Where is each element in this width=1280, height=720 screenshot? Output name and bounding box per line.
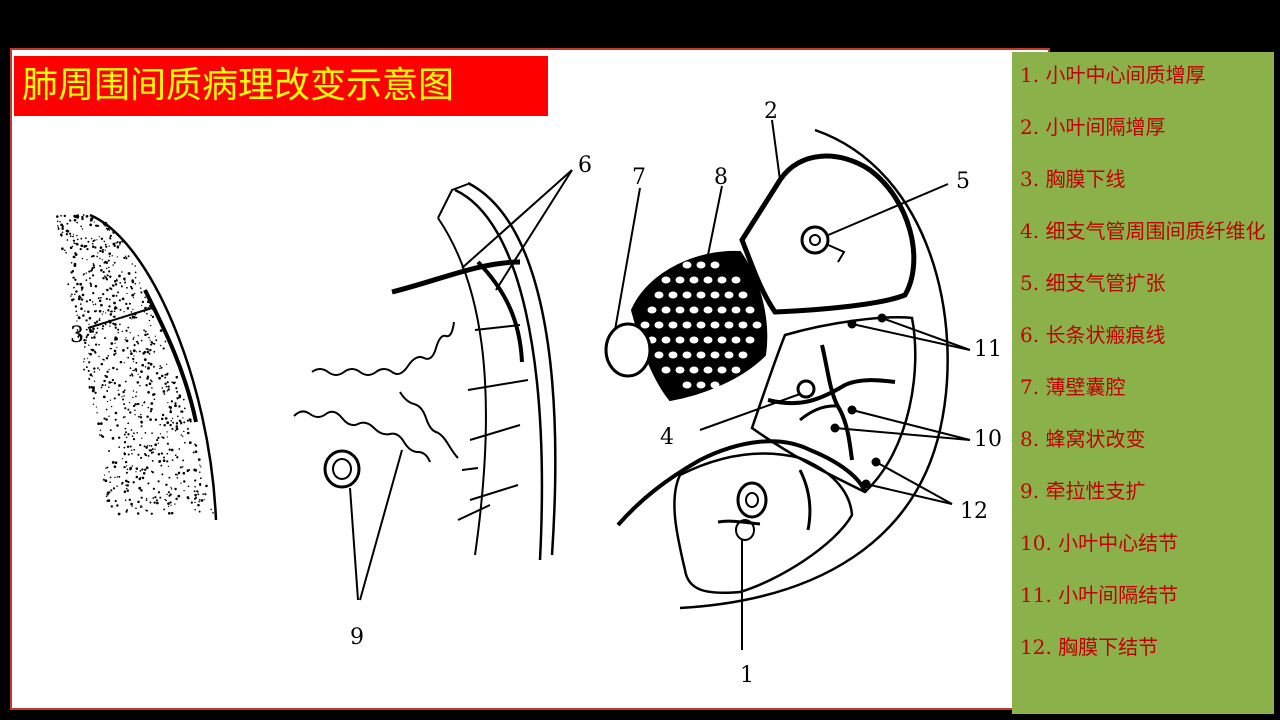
legend-item-2: 2. 小叶间隔增厚 <box>1020 115 1166 139</box>
leader-3 <box>87 307 153 329</box>
legend-item-10: 10. 小叶中心结节 <box>1020 531 1179 555</box>
artery-bottom <box>735 519 755 541</box>
pleura-arc <box>679 128 949 610</box>
honeycomb-holes <box>640 261 762 389</box>
legend-item-7: 7. 薄壁囊腔 <box>1020 375 1126 399</box>
callout-8: 8 <box>714 165 728 190</box>
lobule-edge <box>437 217 487 556</box>
scar-traction-figure: 6 9 <box>293 153 592 650</box>
fibrosis-line-2 <box>820 344 854 461</box>
leader-11a <box>851 323 971 351</box>
leader-7 <box>614 187 641 331</box>
scar-line-long <box>391 259 521 295</box>
leader-9b <box>359 449 403 601</box>
legend-item-5: 5. 细支气管扩张 <box>1020 271 1166 295</box>
bronchus-ring-inner <box>332 458 352 480</box>
leader-10a <box>851 409 971 441</box>
page-title: 肺周围间质病理改变示意图 <box>14 56 548 116</box>
callout-3: 3 <box>70 323 84 348</box>
leader-9a <box>349 487 359 601</box>
leader-12a <box>875 461 953 505</box>
legend-item-6: 6. 长条状瘢痕线 <box>1020 323 1166 347</box>
legend-item-11: 11. 小叶间隔结节 <box>1020 583 1179 607</box>
wavy-airway-2 <box>293 410 431 463</box>
callout-2: 2 <box>764 99 778 124</box>
callout-11: 11 <box>974 337 1002 362</box>
leader-6b <box>495 169 573 291</box>
wavy-airway-3 <box>399 391 459 459</box>
callout-1: 1 <box>740 663 754 688</box>
wavy-airway-1 <box>311 321 455 376</box>
leader-4 <box>699 393 801 431</box>
subpleural-line-figure: 3 <box>56 213 218 521</box>
pleura-cut <box>437 183 469 219</box>
lung-stipple <box>56 214 214 516</box>
legend-panel: 1. 小叶中心间质增厚 2. 小叶间隔增厚 3. 胸膜下线 4. 细支气管周围间质纤维… <box>1012 52 1274 714</box>
lobule-bottom <box>673 452 854 594</box>
scar-line-short <box>476 260 524 363</box>
leader-11b <box>881 317 971 351</box>
legend-item-8: 8. 蜂窝状改变 <box>1020 427 1146 451</box>
lobule-figure: 2 5 4 10 11 <box>604 99 1002 688</box>
bronchiole-dilated <box>800 225 830 255</box>
outer-pleura <box>467 181 557 556</box>
bronchiole-bottom-outer <box>736 481 768 519</box>
inner-pleura <box>454 188 544 561</box>
thickened-septum-wavy <box>616 439 867 527</box>
callout-10: 10 <box>974 427 1002 452</box>
diagram-drawing: 3 6 9 <box>56 99 1002 688</box>
septum-branch <box>798 469 812 531</box>
leader-6a <box>461 169 573 269</box>
subpleural-line <box>143 289 198 423</box>
leader-5 <box>825 183 949 237</box>
lobule-thick-septum <box>739 153 917 315</box>
bronchiole-wall <box>796 379 816 399</box>
callout-7: 7 <box>632 165 646 190</box>
leader-2 <box>771 119 781 181</box>
legend-item-12: 12. 胸膜下结节 <box>1020 635 1159 659</box>
leader-8 <box>707 185 723 256</box>
callout-4: 4 <box>660 425 674 450</box>
legend-item-3: 3. 胸膜下线 <box>1020 167 1126 191</box>
callout-9: 9 <box>350 625 364 650</box>
leader-12b <box>865 483 953 505</box>
bronchus-ring-outer <box>323 449 361 489</box>
callout-5: 5 <box>956 169 970 194</box>
thin-walled-cyst <box>604 322 652 378</box>
fibrosis-line-3 <box>799 404 839 422</box>
fibrosis-line-1 <box>767 378 896 406</box>
legend-item-9: 9. 牵拉性支扩 <box>1020 479 1146 503</box>
leader-10b <box>834 427 971 441</box>
pleura-curve <box>89 213 218 521</box>
legend-item-4: 4. 细支气管周围间质纤维化 <box>1020 219 1266 243</box>
callout-12: 12 <box>960 499 988 524</box>
callout-6: 6 <box>578 153 592 178</box>
legend-item-1: 1. 小叶中心间质增厚 <box>1020 63 1206 87</box>
